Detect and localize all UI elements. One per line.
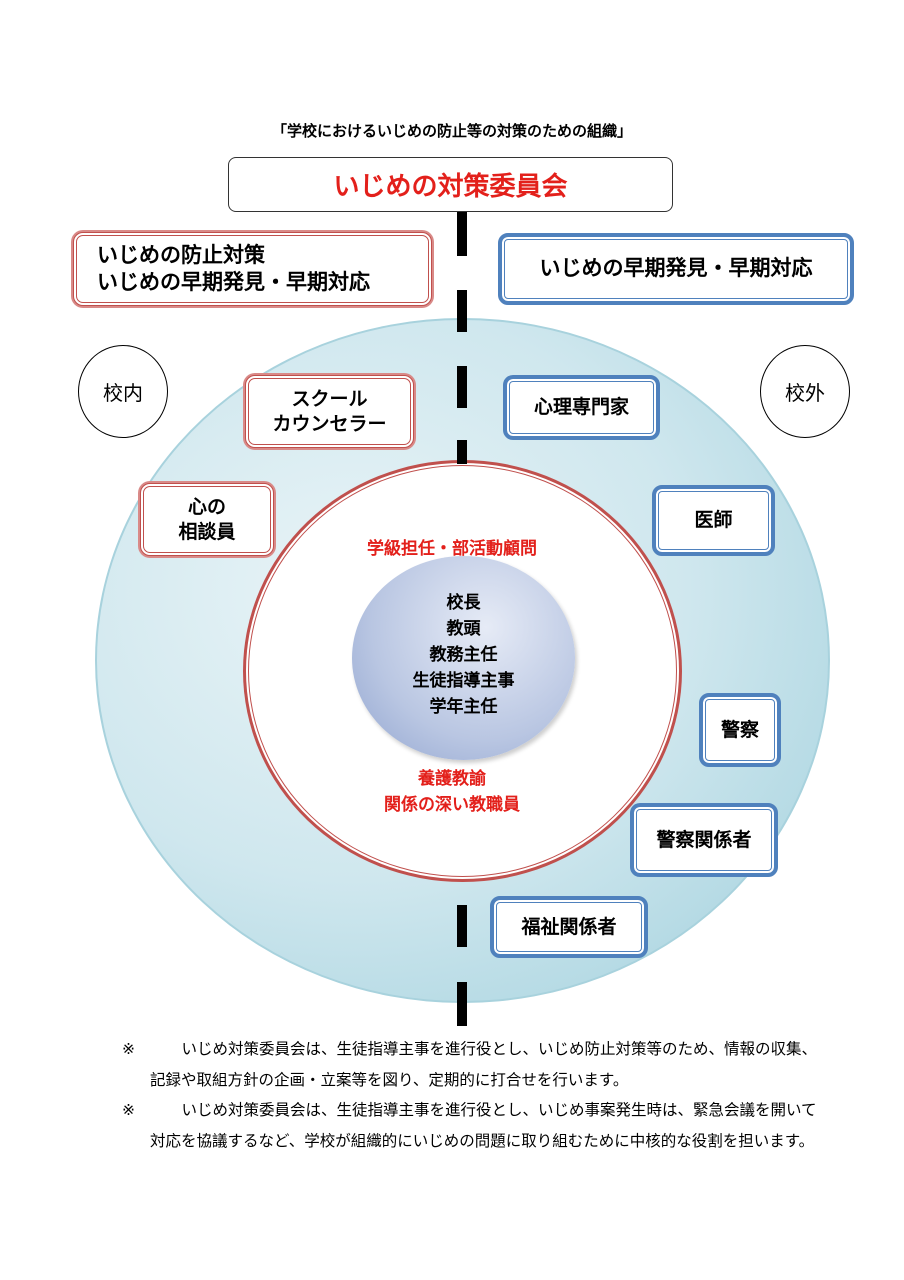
divider-dash	[457, 440, 467, 464]
note: ※ いじめ対策委員会は、生徒指導主事を進行役とし、いじめ事案発生時は、緊急会議を…	[122, 1095, 822, 1156]
note-text: いじめ対策委員会は、生徒指導主事を進行役とし、いじめ事案発生時は、緊急会議を開い…	[150, 1101, 817, 1150]
divider-dash	[457, 905, 467, 947]
divider-dash	[457, 982, 467, 1026]
note-mark: ※	[122, 1040, 135, 1058]
police-related-box: 警察関係者	[630, 803, 778, 877]
inside-label: 校内	[78, 345, 168, 438]
right-header-box: いじめの早期発見・早期対応	[498, 233, 854, 305]
core-members: 校長 教頭 教務主任 生徒指導主事 学年主任	[352, 590, 575, 720]
core-member: 教務主任	[429, 645, 498, 665]
core-member: 生徒指導主事	[412, 671, 515, 691]
core-circle	[352, 556, 575, 760]
box-line: カウンセラー	[272, 412, 387, 435]
welfare-box: 福祉関係者	[490, 896, 648, 958]
divider-dash	[457, 366, 467, 408]
police-box: 警察	[699, 693, 781, 767]
core-member: 教頭	[446, 619, 481, 639]
box-line: スクール	[291, 387, 368, 410]
diagram-title: 「学校におけるいじめの防止等の対策のための組織」	[271, 122, 632, 140]
outside-label: 校外	[760, 345, 850, 438]
divider-dash	[457, 290, 467, 332]
school-counselor-box: スクール カウンセラー	[245, 375, 414, 448]
ring-top-label: 学級担任・部活動顧問	[367, 539, 537, 559]
notes: ※ いじめ対策委員会は、生徒指導主事を進行役とし、いじめ防止対策等のため、情報の…	[122, 1034, 822, 1156]
box-line: 心の	[187, 495, 226, 518]
note-text: いじめ対策委員会は、生徒指導主事を進行役とし、いじめ防止対策等のため、情報の収集…	[150, 1040, 818, 1089]
committee-box: いじめの対策委員会	[228, 157, 673, 212]
doctor-box: 医師	[652, 485, 775, 556]
ring-bottom-label: 養護教諭	[418, 769, 486, 789]
note-mark: ※	[122, 1101, 135, 1119]
divider-dash	[457, 212, 467, 256]
consultant-box: 心の 相談員	[140, 483, 274, 556]
left-header-line: いじめの防止対策	[97, 242, 265, 267]
note: ※ いじめ対策委員会は、生徒指導主事を進行役とし、いじめ防止対策等のため、情報の…	[122, 1034, 822, 1095]
box-line: 相談員	[178, 520, 236, 543]
core-member: 学年主任	[429, 697, 498, 717]
ring-bottom-label: 関係の深い教職員	[384, 795, 520, 815]
left-header-box: いじめの防止対策 いじめの早期発見・早期対応	[73, 232, 432, 306]
left-header-line: いじめの早期発見・早期対応	[97, 270, 370, 294]
core-member: 校長	[446, 593, 481, 613]
psychologist-box: 心理専門家	[503, 375, 660, 440]
